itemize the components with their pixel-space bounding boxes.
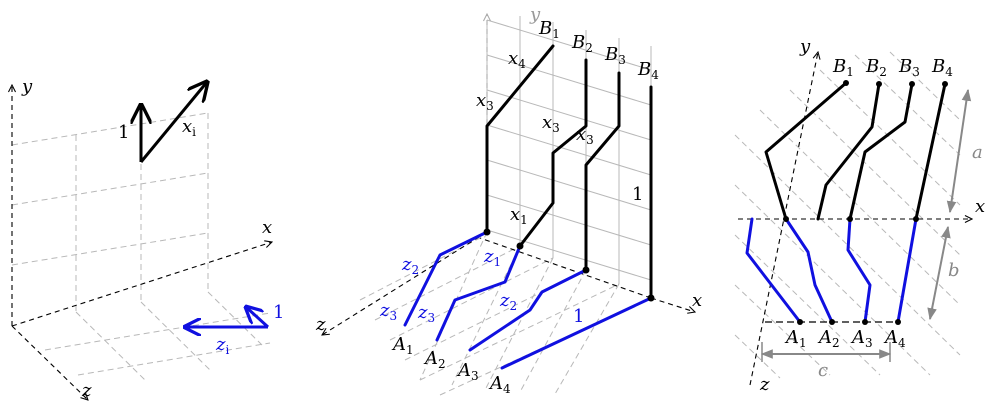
label-z1: z1 xyxy=(483,246,501,269)
panel3-path-B3-black xyxy=(848,82,914,221)
label-x3: x3 xyxy=(576,124,594,147)
panel2-label-B4: B4 xyxy=(637,59,659,82)
blue-unit-vector xyxy=(246,307,270,329)
junction-dot xyxy=(913,216,919,222)
panel2-label-A3: A3 xyxy=(456,360,479,383)
path-B3-black xyxy=(584,71,621,272)
panel3-path-A4-blue xyxy=(896,217,918,324)
junction-dot xyxy=(876,81,882,87)
junction-dot xyxy=(895,319,901,325)
xi-vector xyxy=(139,82,207,163)
junction-dot xyxy=(909,81,915,87)
panel2-z-axis xyxy=(322,231,488,335)
panel2-x-axis xyxy=(650,297,695,312)
panel3-y-label: y xyxy=(799,36,811,57)
junction-dot xyxy=(483,228,491,236)
panel3-label-A4: A4 xyxy=(883,327,906,350)
panel3-path-A2-blue xyxy=(784,217,834,324)
panel1-zi-label: zi xyxy=(215,334,229,357)
panel-3: y z x B1 B2 B3 B4 A1 A2 A3 A xyxy=(734,36,985,395)
junction-dot xyxy=(647,294,655,302)
panel3-path-A1-blue xyxy=(745,217,802,324)
path-B1-black xyxy=(485,44,555,234)
junction-dot xyxy=(797,319,803,325)
label-x3: x3 xyxy=(542,112,560,135)
panel2-label-A2: A2 xyxy=(423,348,446,371)
dimension-c-label: c xyxy=(818,360,828,381)
junction-dot xyxy=(843,80,849,86)
label-z2: z2 xyxy=(401,254,419,277)
panel3-path-A3-blue xyxy=(846,217,872,324)
path-A3-blue xyxy=(468,268,588,352)
label-x3: x3 xyxy=(476,90,494,113)
panel3-label-A3: A3 xyxy=(850,327,873,350)
junction-dot xyxy=(829,319,835,325)
panel3-path-B2-black xyxy=(816,82,881,221)
path-B2-black xyxy=(518,58,588,248)
junction-dot xyxy=(862,319,868,325)
panel2-y-label: y xyxy=(529,4,541,25)
panel2-x-label: x xyxy=(692,290,702,311)
path-A4-blue xyxy=(500,296,653,370)
label-x1: x1 xyxy=(510,204,528,227)
panel3-label-A2: A2 xyxy=(817,327,840,350)
junction-dot xyxy=(516,242,524,250)
junction-dot xyxy=(942,81,948,87)
panel2-label-B1: B1 xyxy=(538,18,560,41)
panel3-path-B1-black xyxy=(764,81,848,221)
panel3-label-B3: B3 xyxy=(898,56,920,79)
panel2-label-B2: B2 xyxy=(571,32,593,55)
panel3-label-B4: B4 xyxy=(931,56,953,79)
panel3-label-B1: B1 xyxy=(832,56,854,79)
label-one-blue: 1 xyxy=(573,306,584,327)
panel1-xi-label: xi xyxy=(182,116,196,139)
panel2-z-label: z xyxy=(315,314,326,335)
path-A2-blue xyxy=(435,244,522,342)
label-z2: z2 xyxy=(499,290,517,313)
panel1-y-label: y xyxy=(21,76,33,97)
dimension-a-label: a xyxy=(972,142,983,163)
label-x4: x4 xyxy=(508,48,526,71)
panel1-x-axis xyxy=(11,242,272,327)
panel3-label-A1: A1 xyxy=(784,327,807,350)
dimension-b-arrow xyxy=(927,225,951,321)
junction-dot xyxy=(847,216,853,222)
panel2-label-A1: A1 xyxy=(391,334,414,357)
panel2-label-A4: A4 xyxy=(488,373,511,396)
panel-2: y x z B1 B2 B3 B4 A1 A2 A3 A4 x4 x3 x3 xyxy=(315,4,702,396)
label-z3: z3 xyxy=(379,300,397,323)
dimension-b-label: b xyxy=(948,260,960,281)
path-A1-blue xyxy=(403,230,489,327)
label-z3: z3 xyxy=(417,302,435,325)
panel1-blue-one-label: 1 xyxy=(273,302,284,323)
panel-1: y x z 1 xi 1 zi xyxy=(12,76,284,401)
panel3-y-axis xyxy=(749,52,818,386)
panel2-label-B3: B3 xyxy=(604,44,626,67)
panel3-x-label: x xyxy=(975,196,985,217)
junction-dot xyxy=(582,266,590,274)
panel1-z-axis xyxy=(11,325,88,400)
junction-dot xyxy=(783,216,789,222)
panel3-label-B2: B2 xyxy=(865,56,887,79)
panel1-x-label: x xyxy=(262,217,272,238)
panel3-grid xyxy=(734,51,961,379)
panel2-x-axis-back xyxy=(479,237,652,299)
panel3-path-B4-black xyxy=(914,82,947,221)
dimension-a-arrow xyxy=(946,88,972,214)
panel1-one-label: 1 xyxy=(118,122,129,143)
panel3-z-label: z xyxy=(759,374,770,395)
label-one-black: 1 xyxy=(632,184,643,205)
panel1-z-label: z xyxy=(81,380,92,401)
